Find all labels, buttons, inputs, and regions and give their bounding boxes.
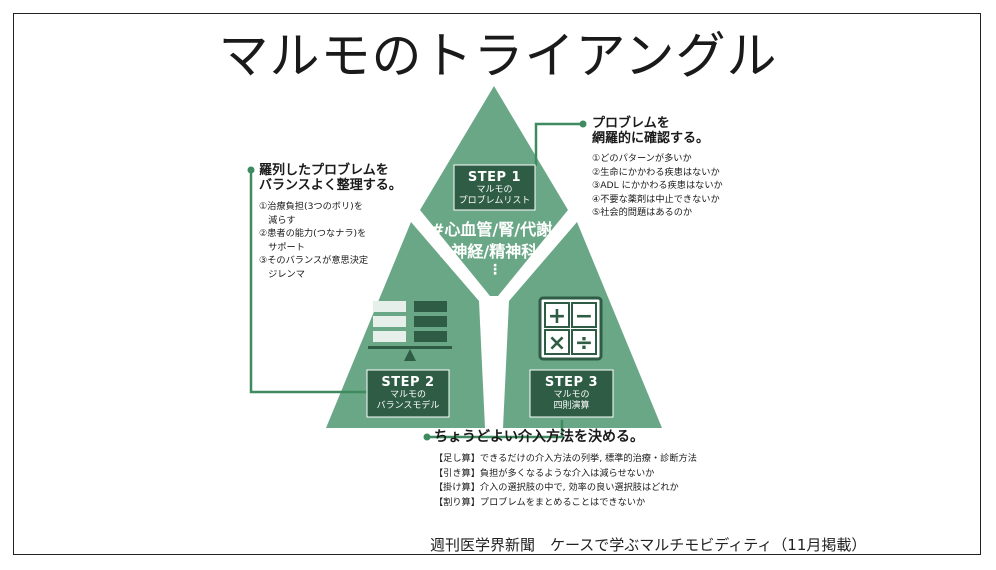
step2-sub1: マルモの [389,390,426,400]
right-list-item: ⑤社会的問題はあるのか [592,207,693,218]
calculator-icon: + − × ÷ [538,296,603,361]
bottom-list-item: 【掛け算】介入の選択肢の中で, 効率の良い選択肢はどれか [434,482,679,493]
bottom-list: 【足し算】できるだけの介入方法の列挙, 標準的治療・診断方法 【引き算】負担が多… [434,452,697,510]
bottom-list-item: 【足し算】できるだけの介入方法の列挙, 標準的治療・診断方法 [434,453,697,464]
left-list-item: ②患者の能力(つなナラ)を [259,228,367,239]
left-heading-2: バランスよく整理する。 [259,178,402,193]
right-heading-1: プロブレムを [592,116,670,131]
calc-minus: − [575,304,593,329]
connector-line-bottom [427,420,564,439]
right-list-item: ③ADL にかかわる疾患はないか [592,180,723,191]
step1-sub2: プロブレムリスト [458,196,531,206]
right-list-item: ④不要な薬剤は中止できないか [592,193,720,205]
calc-multiply: × [548,331,566,356]
step3-sub1: マルモの [553,390,590,400]
bottom-list-item: 【割り算】プロブレムをまとめることはできないか [434,496,646,508]
calc-plus: + [548,304,566,329]
step1-sub1: マルモの [476,185,513,195]
left-list-item: ジレンマ [259,268,305,280]
tag-dots: ⋮ [488,262,502,278]
balance-scale-icon [368,301,452,361]
step1-label: STEP 1 マルモの プロブレムリスト [454,170,535,207]
left-list-item: サポート [259,241,305,253]
step2-title: STEP 2 [381,375,435,390]
bottom-heading: ちょうどよい介入方法を決める。 [434,429,644,445]
step1-title: STEP 1 [467,170,522,185]
slide-title: マルモのトライアングル [218,27,778,85]
left-list-item: ①治療負担(3つのボリ)を [259,201,363,212]
connector-dot-left [247,166,255,174]
left-list-item: ③そのバランスが意思決定 [259,255,369,266]
right-heading-2: 網羅的に確認する。 [592,131,710,146]
step2-sub2: バランスモデル [376,401,440,411]
source-caption: 週刊医学界新聞 ケースで学ぶマルチモビディティ（11月掲載） [430,536,867,554]
tag-neuro-psych: #神経/精神科 [438,242,538,261]
step3-title: STEP 3 [544,375,599,390]
step3-sub2: 四則演算 [553,401,590,411]
left-list: ①治療負担(3つのボリ)を 減らす ②患者の能力(つなナラ)を サポート ③その… [259,200,368,281]
left-list-item: 減らす [259,214,296,226]
step2-label: STEP 2 マルモの バランスモデル [367,375,449,412]
slide-frame [13,13,981,555]
connector-dot-bottom [423,433,431,441]
step2-box [366,369,450,418]
connector-dot-right [579,120,587,128]
step3-box [529,369,614,418]
right-list-item: ①どのパターンが多いか [592,153,692,164]
calc-divide: ÷ [575,331,593,356]
right-list: ①どのパターンが多いか ②生命にかかわる疾患はないか ③ADL にかかわる疾患は… [592,152,723,220]
tag-cardio-renal: #心血管/腎/代謝 [431,220,553,239]
right-list-item: ②生命にかかわる疾患はないか [592,166,720,178]
connector-line-right [534,122,582,166]
connector-line-left [249,170,368,394]
step3-label: STEP 3 マルモの 四則演算 [530,375,613,412]
bottom-list-item: 【引き算】負担が多くなるような介入は減らせないか [434,467,655,479]
left-heading-1: 羅列したプロブレムを [259,163,389,178]
step1-box [453,164,536,211]
